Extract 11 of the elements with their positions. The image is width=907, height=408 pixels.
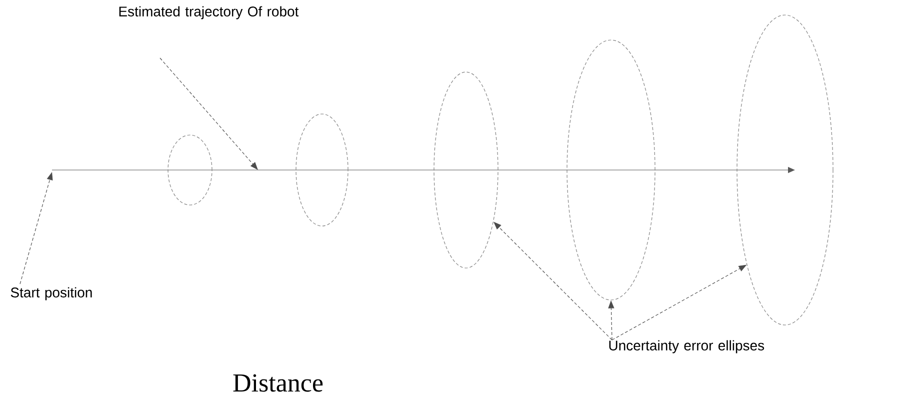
error-ellipse — [736, 14, 834, 326]
error-ellipse — [168, 134, 212, 206]
error-ellipse — [296, 114, 348, 226]
leader-arrow — [494, 222, 612, 340]
error-ellipse — [434, 72, 498, 268]
callout-text: Start position — [10, 287, 92, 300]
callout-text: Estimated trajectory Of robot — [119, 6, 299, 20]
axis-caption: Distance — [233, 374, 323, 392]
error-ellipse — [566, 40, 656, 300]
callout-text: Uncertainty error ellipses — [609, 340, 764, 354]
leader-arrow — [160, 58, 258, 170]
